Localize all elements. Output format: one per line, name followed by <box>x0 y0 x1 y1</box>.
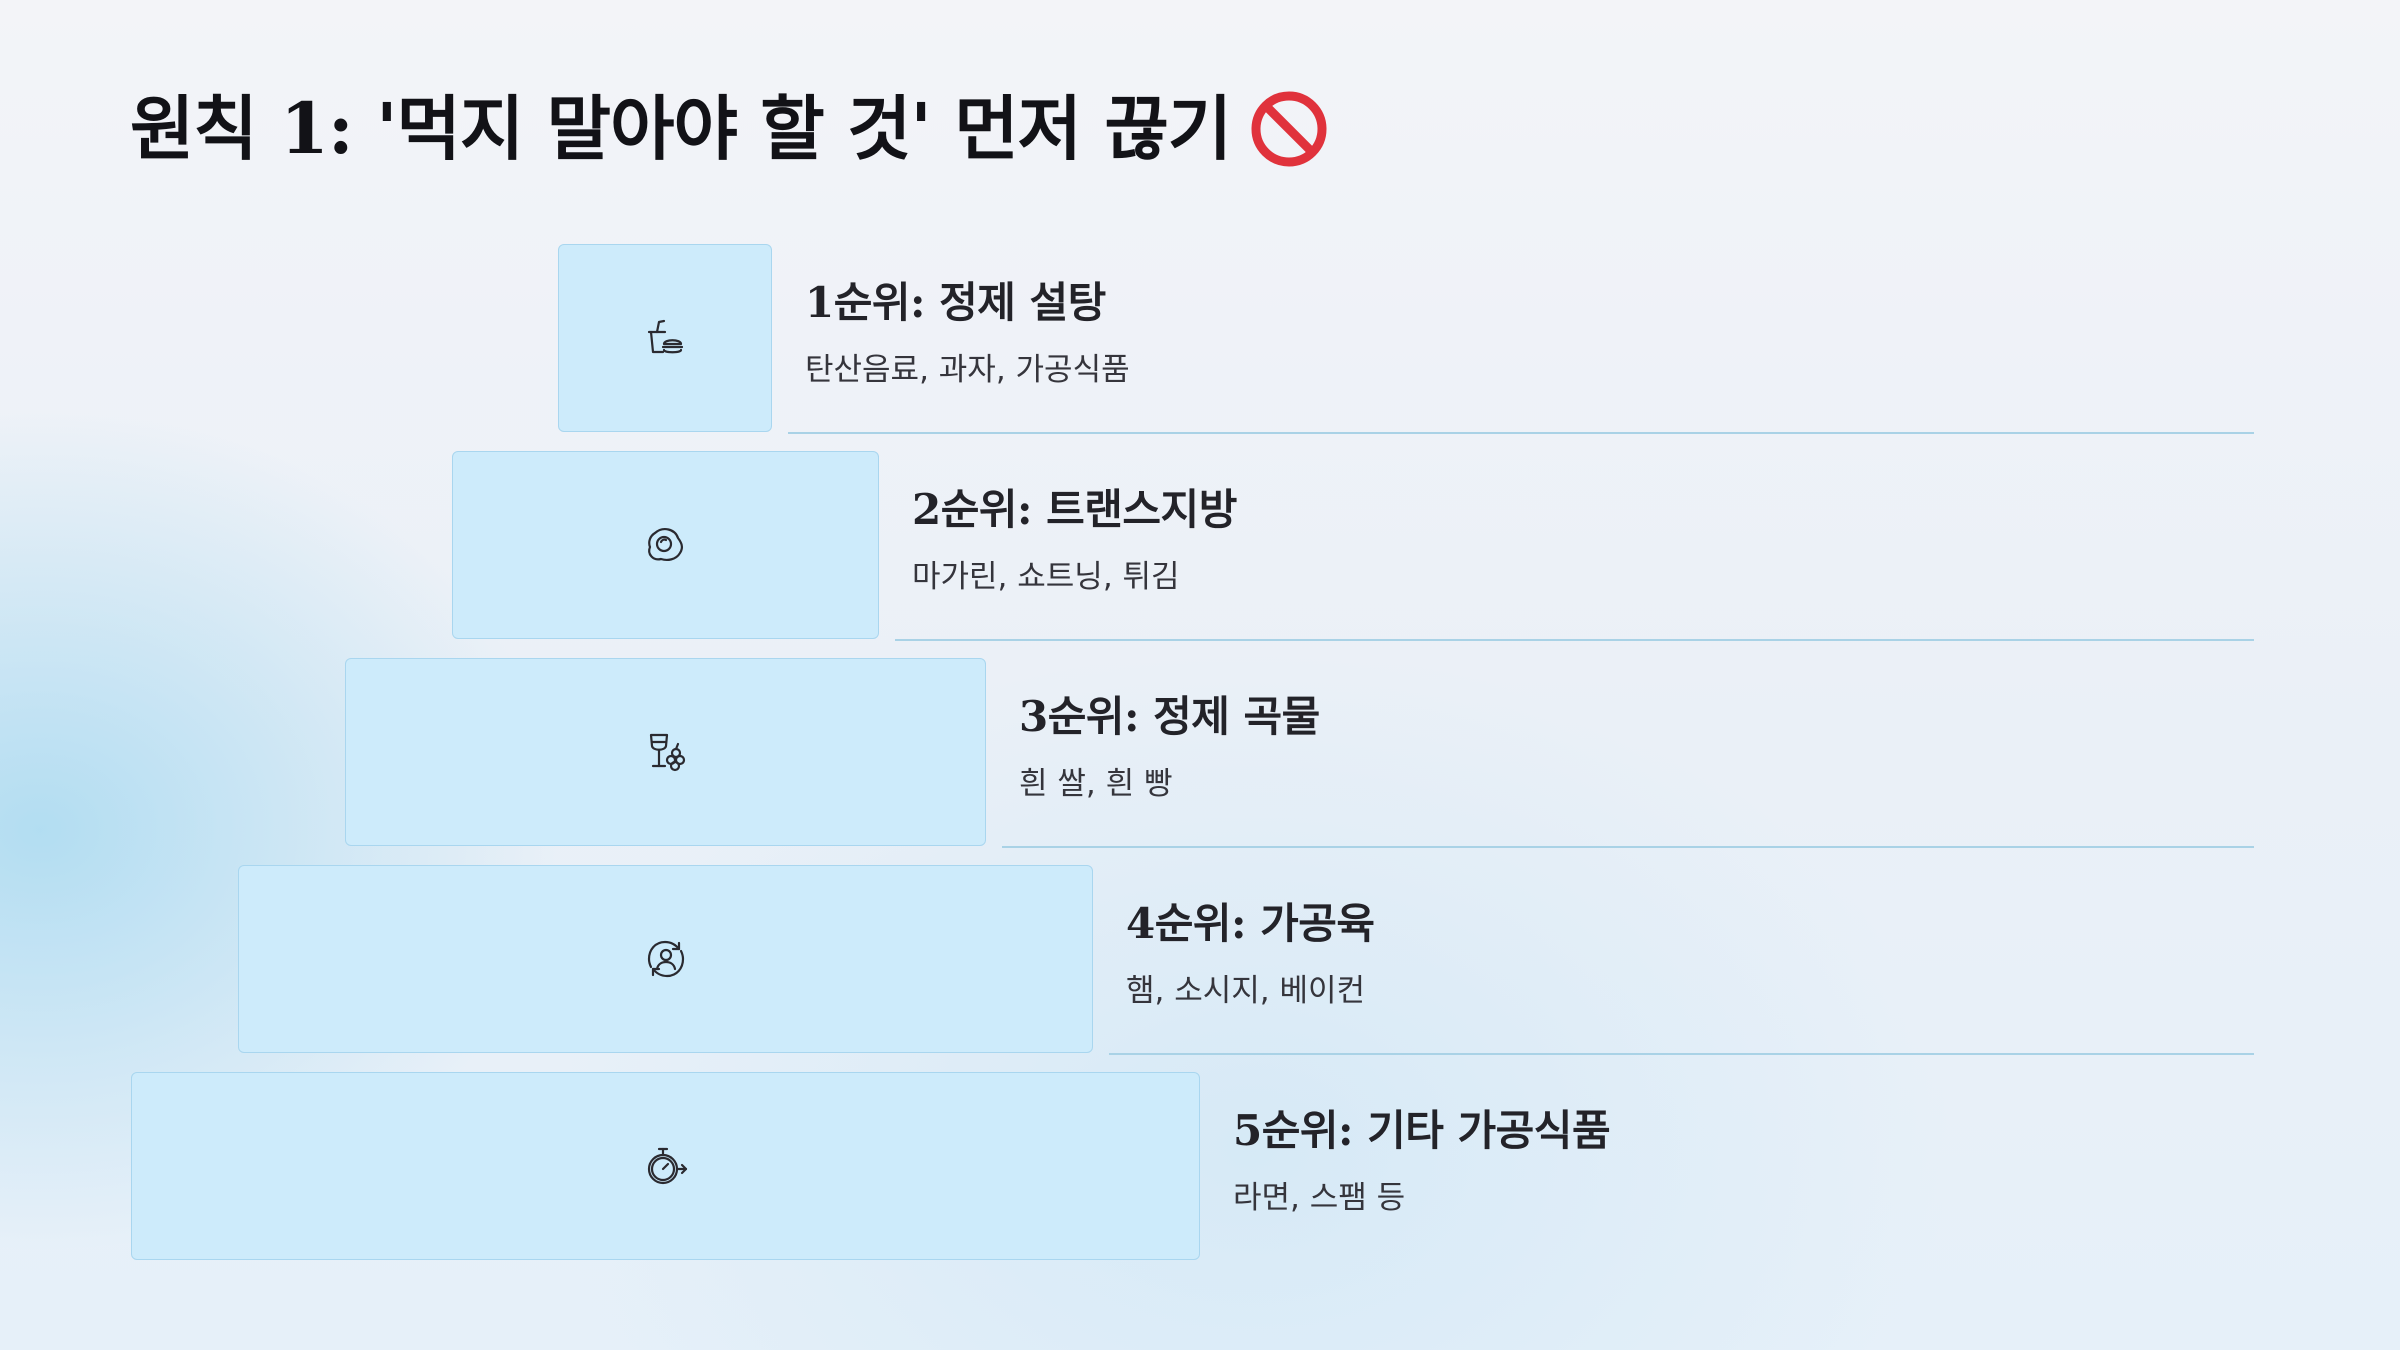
user-cycle-icon <box>641 934 691 984</box>
divider <box>895 639 2254 641</box>
step-icon-box <box>238 865 1093 1053</box>
priority-step-5: 5순위: 기타 가공식품 라면, 스팸 등 <box>131 1072 2254 1262</box>
step-icon-box <box>558 244 772 432</box>
priority-step-1: 1순위: 정제 설탕 탄산음료, 과자, 가공식품 <box>558 244 2254 434</box>
step-description: 마가린, 쇼트닝, 튀김 <box>912 559 1180 595</box>
divider <box>1002 846 2254 848</box>
step-description: 흰 쌀, 흰 빵 <box>1019 766 1173 802</box>
step-description: 햄, 소시지, 베이컨 <box>1126 973 1366 1009</box>
step-heading: 4순위: 가공육 <box>1126 899 1375 948</box>
step-heading: 2순위: 트랜스지방 <box>912 485 1237 534</box>
fried-egg-icon <box>641 520 691 570</box>
divider <box>1109 1053 2254 1055</box>
step-icon-box <box>452 451 879 639</box>
fast-food-drink-icon <box>641 313 691 363</box>
step-icon-box <box>345 658 986 846</box>
step-heading: 3순위: 정제 곡물 <box>1019 692 1320 741</box>
page-title: 원칙 1: '먹지 말아야 할 것' 먼저 끊기 <box>130 84 1329 174</box>
step-heading: 1순위: 정제 설탕 <box>805 278 1106 327</box>
no-entry-sign-icon <box>1249 89 1329 169</box>
step-icon-box <box>131 1072 1200 1260</box>
stopwatch-arrow-icon <box>641 1141 691 1191</box>
wine-grapes-icon <box>641 727 691 777</box>
priority-step-4: 4순위: 가공육 햄, 소시지, 베이컨 <box>238 865 2254 1055</box>
priority-step-3: 3순위: 정제 곡물 흰 쌀, 흰 빵 <box>345 658 2254 848</box>
step-description: 탄산음료, 과자, 가공식품 <box>805 352 1130 388</box>
step-description: 라면, 스팸 등 <box>1233 1180 1406 1216</box>
divider <box>788 432 2254 434</box>
step-heading: 5순위: 기타 가공식품 <box>1233 1106 1611 1155</box>
page-title-text: 원칙 1: '먹지 말아야 할 것' 먼저 끊기 <box>130 87 1232 170</box>
priority-step-2: 2순위: 트랜스지방 마가린, 쇼트닝, 튀김 <box>452 451 2254 641</box>
